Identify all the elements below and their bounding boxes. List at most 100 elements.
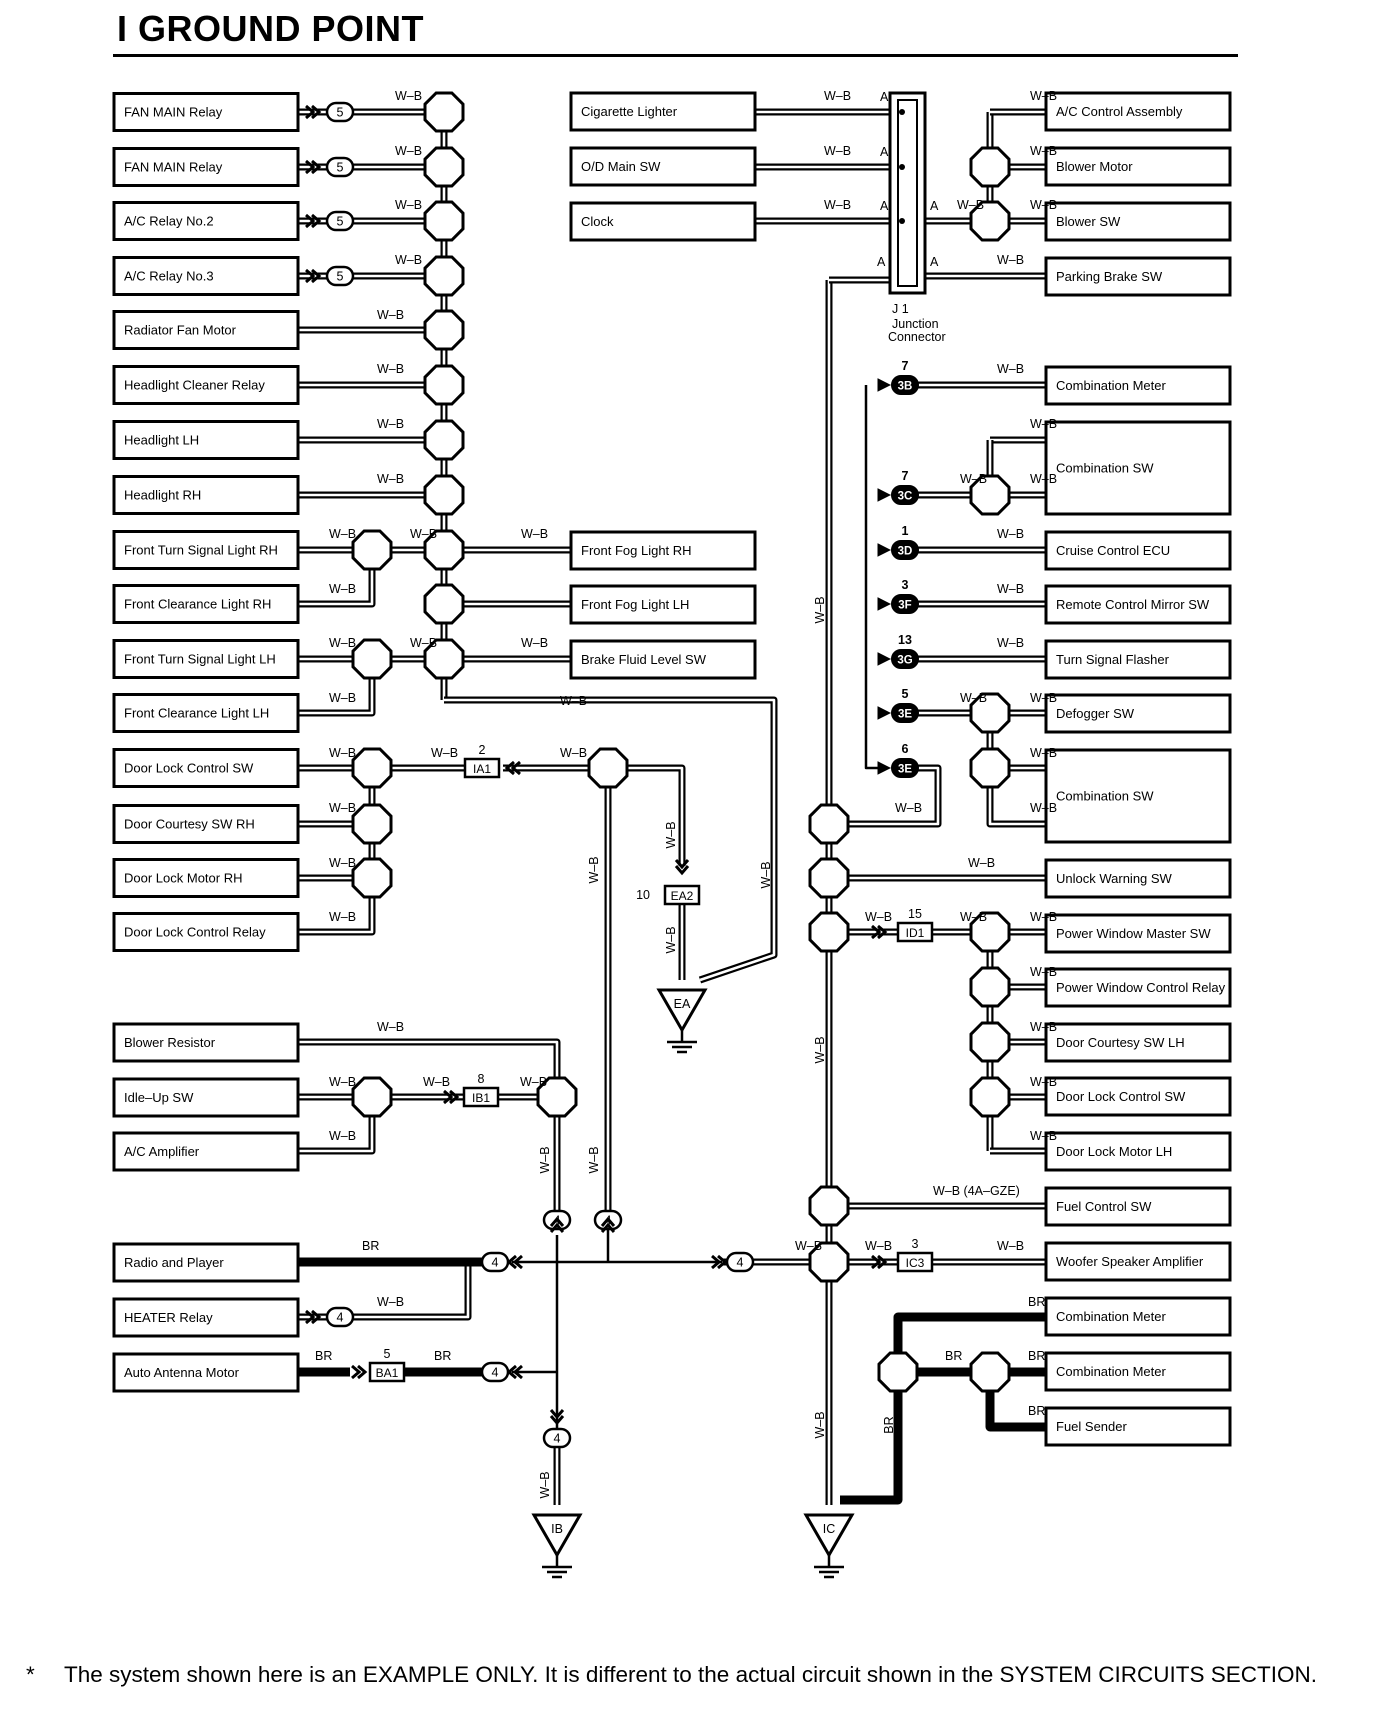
connector-3e_a-pin: 5	[902, 687, 909, 701]
middle-component-5	[569, 639, 757, 680]
right-component-17	[1044, 1186, 1232, 1227]
connector-3g-id: 3G	[897, 655, 912, 667]
pin-4-ib-arrow	[549, 1415, 565, 1426]
right-component-5	[1044, 420, 1232, 516]
combo-sw-joint	[969, 474, 1011, 516]
left-component-2	[112, 201, 300, 241]
middle-component-3	[569, 530, 757, 571]
wire-code-br-1: BR	[315, 1349, 332, 1363]
connector-ib1-arrow	[443, 1089, 454, 1105]
left-component-7	[112, 475, 300, 515]
left-component-14-label: Door Lock Motor RH	[124, 871, 242, 886]
lower-left-component-5	[112, 1352, 300, 1393]
pin-4-ib-arrow	[549, 1409, 565, 1420]
wire-code-wb-28: W–B	[377, 1295, 404, 1309]
connector-ia1-pin: 2	[479, 743, 486, 757]
connector-ba1-id: BA1	[376, 1366, 399, 1380]
connector-3c-arrow	[877, 488, 892, 502]
wire-code-wb-34: W–B	[1030, 198, 1057, 212]
pin-5-arrow-3	[305, 268, 316, 284]
right-component-13	[1044, 967, 1232, 1008]
connector-3e_a	[891, 703, 919, 723]
pin-4-heater-arrow	[305, 1309, 316, 1325]
right-component-13-label: Power Window Control Relay	[1056, 980, 1226, 995]
connector-3e_b-id: 3E	[898, 764, 912, 776]
connector-ea2-arrow	[674, 859, 690, 870]
lower-left-component-4	[112, 1297, 300, 1338]
right-component-1	[1044, 146, 1232, 187]
wire-code-wb-29: W–B	[824, 89, 851, 103]
pin-4-ib1-arrow	[549, 1216, 565, 1227]
right-component-11	[1044, 858, 1232, 899]
connector-3e_b-pin: 6	[902, 742, 909, 756]
wire-code-wb-13: W–B	[410, 636, 437, 650]
door-main-joint	[587, 747, 629, 789]
wire-code-vertical-2: W–B	[664, 926, 678, 953]
middle-component-1	[569, 146, 757, 187]
connector-ic3-arrow	[871, 1254, 882, 1270]
wire-code-wb-48: W–B	[895, 801, 922, 815]
wire-code-vertical-7: W–B	[587, 1146, 601, 1173]
connector-id1-arrow	[871, 924, 882, 940]
blower-joint-1	[969, 146, 1011, 188]
pin-4-right-number: 4	[737, 1256, 744, 1270]
connector-3d-pin: 1	[902, 524, 909, 538]
wire-code-wb-18: W–B	[431, 746, 458, 760]
left-component-5	[112, 365, 300, 405]
connector-ib1	[462, 1086, 500, 1108]
right-spine-joint-3	[808, 911, 850, 953]
connector-ba1	[368, 1361, 406, 1383]
ground-ib-label: IB	[551, 1522, 563, 1536]
footnote-text: The system shown here is an EXAMPLE ONLY…	[64, 1662, 1317, 1687]
left-component-10	[112, 639, 300, 679]
connector-id1-id: ID1	[906, 926, 925, 940]
wire-code-br-5: BR	[1028, 1349, 1045, 1363]
wire-code-br-4: BR	[945, 1349, 962, 1363]
wire-code-wb-54: W–B	[1030, 1020, 1057, 1034]
wire-code-wb-5: W–B	[377, 362, 404, 376]
middle-component-2-label: Clock	[581, 214, 614, 229]
left-spine-joint-4	[423, 309, 465, 351]
wire-code-wb-7: W–B	[377, 472, 404, 486]
wire-code-br-2: BR	[434, 1349, 451, 1363]
connector-ib1-id: IB1	[472, 1091, 490, 1105]
left-component-4-label: Radiator Fan Motor	[124, 323, 237, 338]
connector-3e_b	[891, 758, 919, 778]
middle-component-4-label: Front Fog Light LH	[581, 597, 689, 612]
left-spine-joint-5	[423, 364, 465, 406]
wire-code-wb-33: W–B	[1030, 144, 1057, 158]
wire-code-wb-21: W–B	[329, 856, 356, 870]
pin-4-door-arrow	[600, 1222, 616, 1233]
middle-component-4	[569, 584, 757, 625]
pin-5-oval-1-number: 5	[337, 161, 344, 175]
pin-5-arrow-0	[305, 104, 316, 120]
right-component-16-label: Door Lock Motor LH	[1056, 1144, 1172, 1159]
right-spine-joint-2	[808, 857, 850, 899]
connector-id1	[896, 921, 934, 943]
door-joint-1	[351, 747, 393, 789]
left-component-13-label: Door Courtesy SW RH	[124, 817, 255, 832]
pin-4-ib1-arrow	[549, 1222, 565, 1233]
left-component-6-label: Headlight LH	[124, 433, 199, 448]
connector-id1-arrow	[877, 924, 888, 940]
left-component-3	[112, 256, 300, 296]
connector-3d-arrow	[877, 543, 892, 557]
wire-code-wb-45: W–B	[1030, 691, 1057, 705]
wire-code-wb-40: W–B	[1030, 472, 1057, 486]
3e-to-spine-wire-core	[829, 766, 940, 826]
connector-3f	[891, 594, 919, 614]
wire-code-wb-3: W–B	[395, 253, 422, 267]
pw-joint-0	[969, 911, 1011, 953]
wire-code-wb-30: W–B	[824, 144, 851, 158]
pin-5-oval-2	[325, 210, 355, 232]
idle-up-joint	[351, 1076, 393, 1118]
pin-4-antenna-number: 4	[492, 1366, 499, 1380]
wire-code-wb-2: W–B	[395, 198, 422, 212]
pin-4-door-arrow	[600, 1216, 616, 1227]
right-component-21	[1044, 1406, 1232, 1447]
connector-ic3-id: IC3	[906, 1256, 925, 1270]
wire-code-wb-43: W–B	[997, 636, 1024, 650]
pin-5-oval-0	[325, 101, 355, 123]
wire-code-wb-24: W–B	[329, 1075, 356, 1089]
woofer-joint	[808, 1241, 850, 1283]
